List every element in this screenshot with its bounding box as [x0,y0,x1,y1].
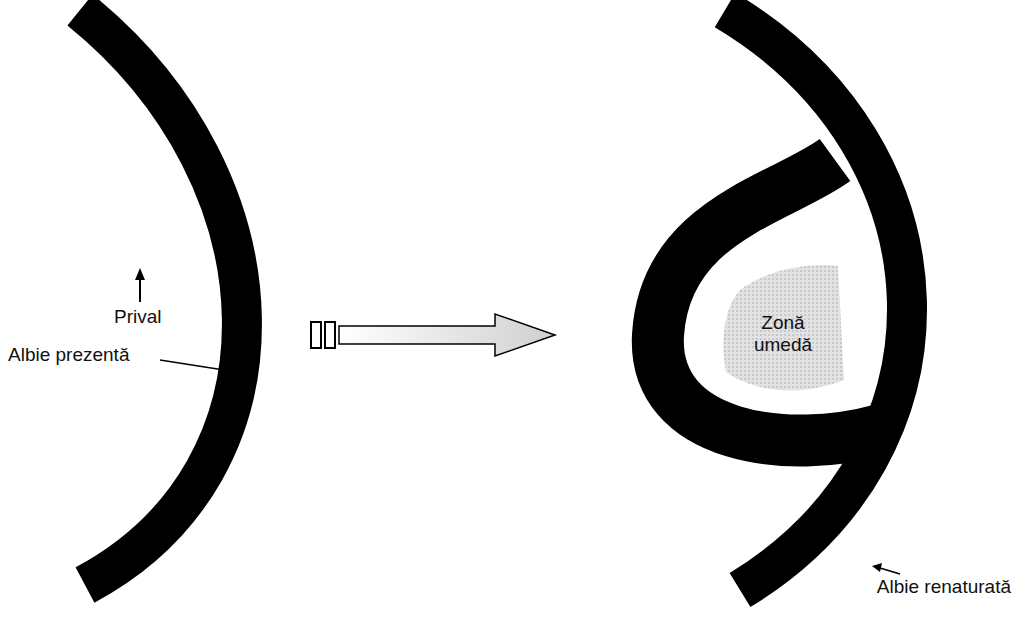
leader-line [160,360,224,370]
meander-loop [658,160,880,441]
part-label: Albie renaturată [875,576,1013,598]
callout-label: Prival [112,306,164,328]
arrow-tail-block [325,322,335,348]
arrow-head [135,268,145,280]
arrow-head [872,563,882,572]
part-label: Albie prezentă [6,344,131,366]
present-channel [80,10,242,585]
transform-arrow [339,314,555,356]
leader-line [880,568,900,574]
wet-zone: Zonă umedă [720,262,846,398]
zone-label: Zonă umedă [720,312,846,356]
arrow-tail-block [311,322,321,348]
